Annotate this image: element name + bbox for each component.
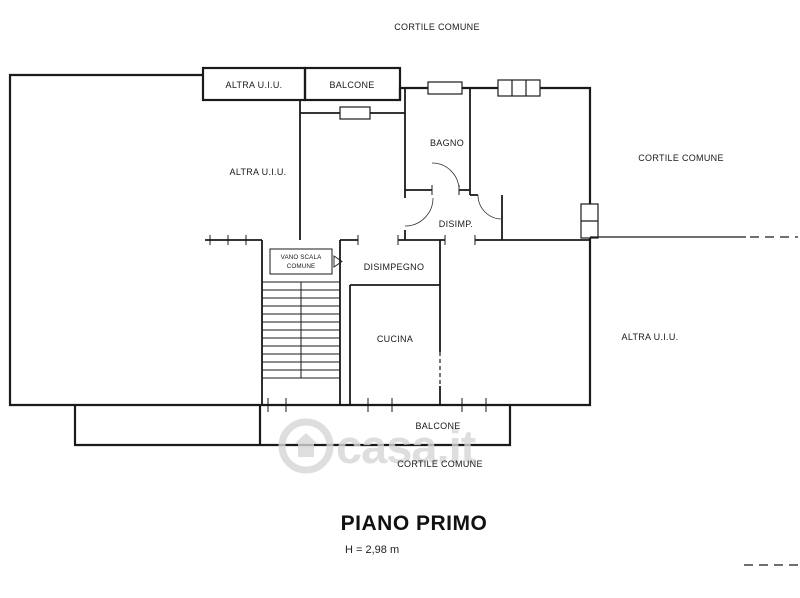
label-cucina: CUCINA — [377, 334, 413, 344]
label-balcone-bottom: BALCONE — [415, 421, 460, 431]
label-altra-uiu-right: ALTRA U.I.U. — [622, 332, 679, 342]
watermark-logo-icon — [278, 418, 334, 474]
height-note: H = 2,98 m — [345, 544, 399, 556]
label-bagno: BAGNO — [430, 138, 464, 148]
bottom-terrace-outline — [73, 405, 512, 447]
label-vano-scala-line2: COMUNE — [287, 263, 316, 270]
label-cortile-comune-top: CORTILE COMUNE — [394, 22, 480, 32]
label-cortile-comune-right: CORTILE COMUNE — [638, 153, 724, 163]
watermark-house-icon — [294, 433, 318, 457]
top-balcony-box — [303, 66, 402, 102]
balcony-door-window — [339, 106, 371, 120]
label-disimp: DISIMP. — [439, 219, 473, 229]
bathroom-window — [427, 81, 463, 95]
stair-direction-arrow-icon — [333, 255, 343, 268]
watermark: casa.it — [278, 418, 478, 474]
staircase — [262, 248, 343, 379]
boundary-lines — [590, 236, 798, 566]
room-labels: CORTILE COMUNE ALTRA U.I.U. BALCONE BAGN… — [226, 22, 724, 469]
label-altra-uiu-left: ALTRA U.I.U. — [230, 167, 287, 177]
label-cortile-comune-bottom: CORTILE COMUNE — [397, 459, 483, 469]
window-symbols — [339, 79, 599, 239]
title-block: PIANO PRIMO H = 2,98 m — [341, 512, 488, 556]
label-balcone-top: BALCONE — [329, 80, 374, 90]
label-altra-uiu-top: ALTRA U.I.U. — [226, 80, 283, 90]
label-disimpegno: DISIMPEGNO — [364, 262, 425, 272]
label-vano-scala-line1: VANO SCALA — [281, 254, 322, 261]
outer-walls — [8, 66, 592, 447]
page-title: PIANO PRIMO — [341, 512, 488, 535]
top-right-window — [497, 79, 541, 97]
watermark-text: casa.it — [336, 420, 477, 473]
stair-label-box — [269, 248, 333, 275]
interior-walls — [205, 88, 590, 405]
door-swing-arcs — [404, 162, 503, 227]
